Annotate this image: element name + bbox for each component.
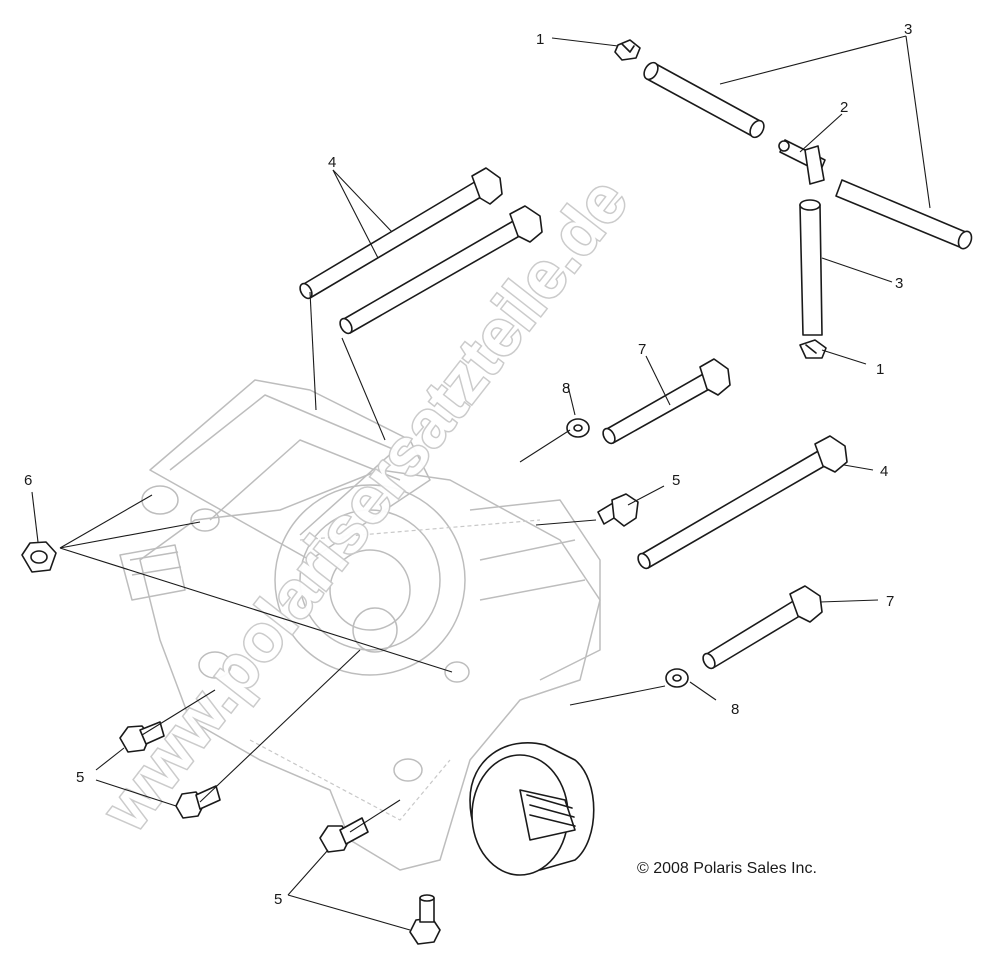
callout-4: 4 bbox=[880, 463, 888, 480]
callout-3: 3 bbox=[904, 21, 912, 38]
vent-hose-upper bbox=[643, 61, 765, 139]
callouts: 1 1 2 3 3 4 4 5 5 5 6 7 7 8 8 bbox=[24, 21, 912, 908]
short-bolt-mid bbox=[597, 493, 639, 527]
short-bolt-left-a bbox=[119, 721, 165, 753]
callout-1: 1 bbox=[536, 31, 544, 48]
callout-2: 2 bbox=[840, 99, 848, 116]
long-bolt-upper-b bbox=[339, 205, 543, 335]
leader-lines bbox=[31, 35, 931, 931]
long-bolt-right bbox=[637, 435, 848, 570]
gearcase-housing bbox=[119, 379, 601, 871]
hose-clamp-top bbox=[614, 39, 641, 61]
callout-7: 7 bbox=[638, 341, 646, 358]
vent-hose-vertical bbox=[799, 199, 823, 336]
copyright-notice: © 2008 Polaris Sales Inc. bbox=[637, 860, 817, 877]
short-bolt-bottom-b bbox=[409, 894, 441, 945]
callout-5: 5 bbox=[672, 472, 680, 489]
callout-4: 4 bbox=[328, 154, 336, 171]
bolt-7-upper bbox=[602, 358, 731, 445]
washer-upper bbox=[566, 418, 590, 438]
washer-lower bbox=[665, 668, 689, 688]
callout-8: 8 bbox=[562, 380, 570, 397]
callout-8: 8 bbox=[731, 701, 739, 718]
output-cover bbox=[469, 742, 595, 876]
callout-3: 3 bbox=[895, 275, 903, 292]
short-bolt-left-b bbox=[175, 785, 221, 819]
callout-5: 5 bbox=[76, 769, 84, 786]
callout-7: 7 bbox=[886, 593, 894, 610]
callout-5: 5 bbox=[274, 891, 282, 908]
callout-1: 1 bbox=[876, 361, 884, 378]
flange-nut bbox=[21, 541, 57, 573]
callout-6: 6 bbox=[24, 472, 32, 489]
vent-hose-right bbox=[835, 179, 973, 250]
long-bolt-upper-a bbox=[299, 167, 503, 300]
bolt-7-lower bbox=[702, 585, 823, 670]
tee-fitting bbox=[778, 139, 826, 185]
hose-clamp-bottom bbox=[799, 339, 827, 359]
